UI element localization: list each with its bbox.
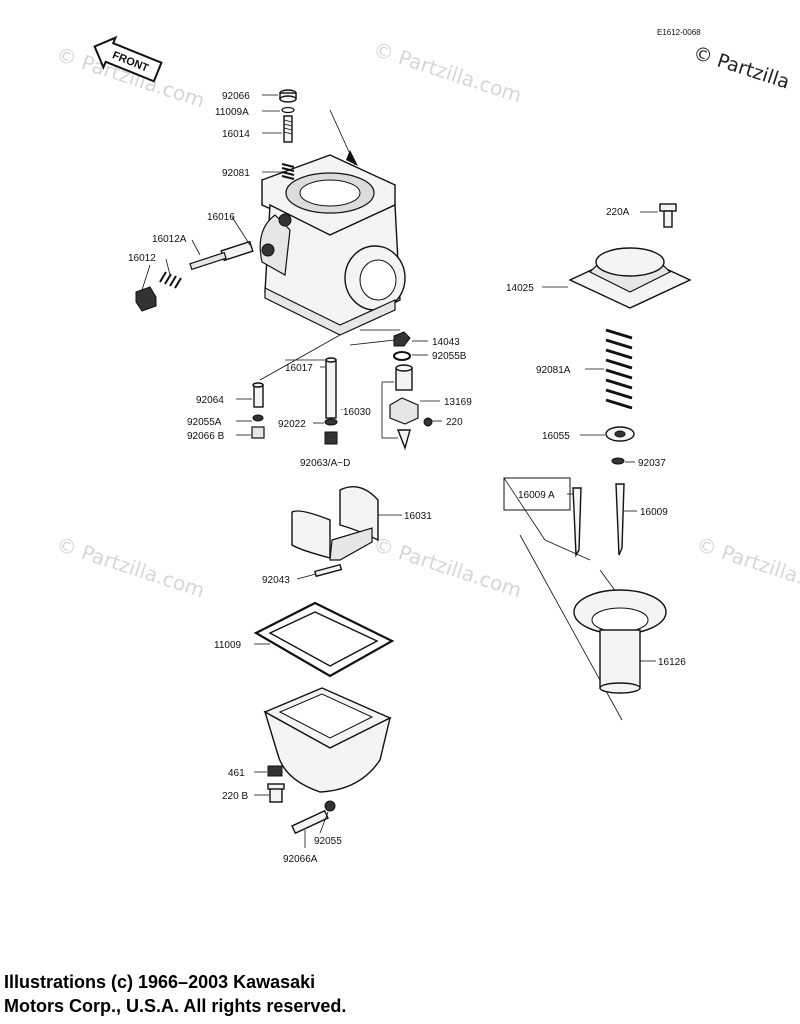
part-92063-jet [324, 431, 338, 445]
label-16126: 16126 [658, 657, 686, 668]
label-92037: 92037 [638, 458, 666, 469]
part-labels: 92066 11009A 16014 92081 16016 16012A 16… [128, 91, 686, 865]
needle-box [503, 477, 571, 511]
part-92066A-plug [291, 809, 329, 835]
label-16009: 16009 [640, 507, 668, 518]
label-220B: 220 B [222, 791, 248, 802]
bracket-line-2 [544, 539, 591, 561]
part-14043-nut [393, 331, 411, 347]
label-220A: 220A [606, 207, 630, 218]
part-16009A-needle [572, 487, 582, 558]
label-220: 220 [446, 417, 463, 428]
label-16017: 16017 [285, 363, 313, 374]
part-92066B-plug [251, 426, 265, 439]
label-92055B: 92055B [432, 351, 467, 362]
label-92055: 92055 [314, 836, 342, 847]
label-14043: 14043 [432, 337, 460, 348]
copyright-notice: Illustrations (c) 1966–2003 Kawasaki Mot… [4, 970, 346, 1018]
part-92043-pin [314, 563, 343, 578]
copyright-line-1: Illustrations (c) 1966–2003 Kawasaki [4, 972, 316, 992]
part-16009-needle [615, 483, 625, 556]
part-92066-cap [279, 89, 297, 103]
carburetor-body [259, 154, 406, 336]
bracket-line-1 [503, 477, 546, 541]
label-92043: 92043 [262, 575, 290, 586]
part-16012-cap [135, 286, 157, 312]
label-92066A: 92066A [283, 854, 318, 865]
part-92037-clip [611, 457, 625, 465]
label-92066B: 92066 B [187, 431, 225, 442]
part-16016-screw [189, 240, 254, 271]
part-92055-oring [324, 800, 336, 812]
part-92064-jet [252, 382, 264, 408]
label-16031: 16031 [404, 511, 432, 522]
arrow-head-top [346, 150, 358, 166]
part-92055B-oring [393, 351, 411, 361]
part-16012A-spring [159, 271, 182, 289]
label-16012: 16012 [128, 253, 156, 264]
label-92063: 92063/A~D [300, 458, 350, 469]
label-92066: 92066 [222, 91, 250, 102]
label-92055A: 92055A [187, 417, 222, 428]
part-11009-gasket [253, 601, 395, 678]
label-461: 461 [228, 768, 245, 779]
part-220B-screw [267, 783, 285, 803]
label-16009A: 16009 A [518, 490, 555, 501]
copyright-line-2: Motors Corp., U.S.A. All rights reserved… [4, 996, 347, 1016]
part-16126-diaphragm-piston [573, 589, 667, 694]
part-float-bowl [263, 687, 392, 793]
label-11009: 11009 [214, 640, 242, 651]
front-arrow: FRONT [93, 35, 163, 83]
part-14025-cover [568, 247, 692, 309]
part-16017-tube [325, 357, 337, 419]
part-16014-screw [283, 115, 293, 143]
label-16055: 16055 [542, 431, 570, 442]
part-92081A-spring [605, 328, 633, 410]
watermark-4: © Partzilla.com [370, 532, 524, 603]
diagram-code: E1612-0068 [657, 28, 701, 37]
watermark-5: © Partzilla.com [693, 532, 800, 603]
part-461-washer [267, 765, 283, 777]
label-14025: 14025 [506, 283, 534, 294]
label-92081: 92081 [222, 168, 250, 179]
part-92022-washer [324, 418, 338, 426]
part-92081-spring [281, 163, 295, 180]
part-92055A-oring [252, 414, 264, 422]
label-16014: 16014 [222, 129, 250, 140]
part-16055-retainer [605, 426, 635, 442]
leader-lines [141, 94, 658, 848]
part-220A-screw [659, 203, 677, 228]
watermark-2: © Partzilla.com [370, 37, 524, 108]
watermark-3: © Partzilla.com [53, 532, 207, 603]
part-16030-valve [389, 364, 419, 451]
label-16030: 16030 [343, 407, 371, 418]
label-16016: 16016 [207, 212, 235, 223]
watermark-corner: © Partzilla [690, 42, 792, 94]
label-11009A: 11009A [215, 107, 249, 118]
part-220-screw [423, 417, 433, 427]
label-13169: 13169 [444, 397, 472, 408]
label-92022: 92022 [278, 419, 306, 430]
part-16031-float [291, 486, 379, 561]
label-92081A: 92081A [536, 365, 571, 376]
part-11009A-oring [281, 106, 295, 114]
label-92064: 92064 [196, 395, 224, 406]
label-16012A: 16012A [152, 234, 187, 245]
